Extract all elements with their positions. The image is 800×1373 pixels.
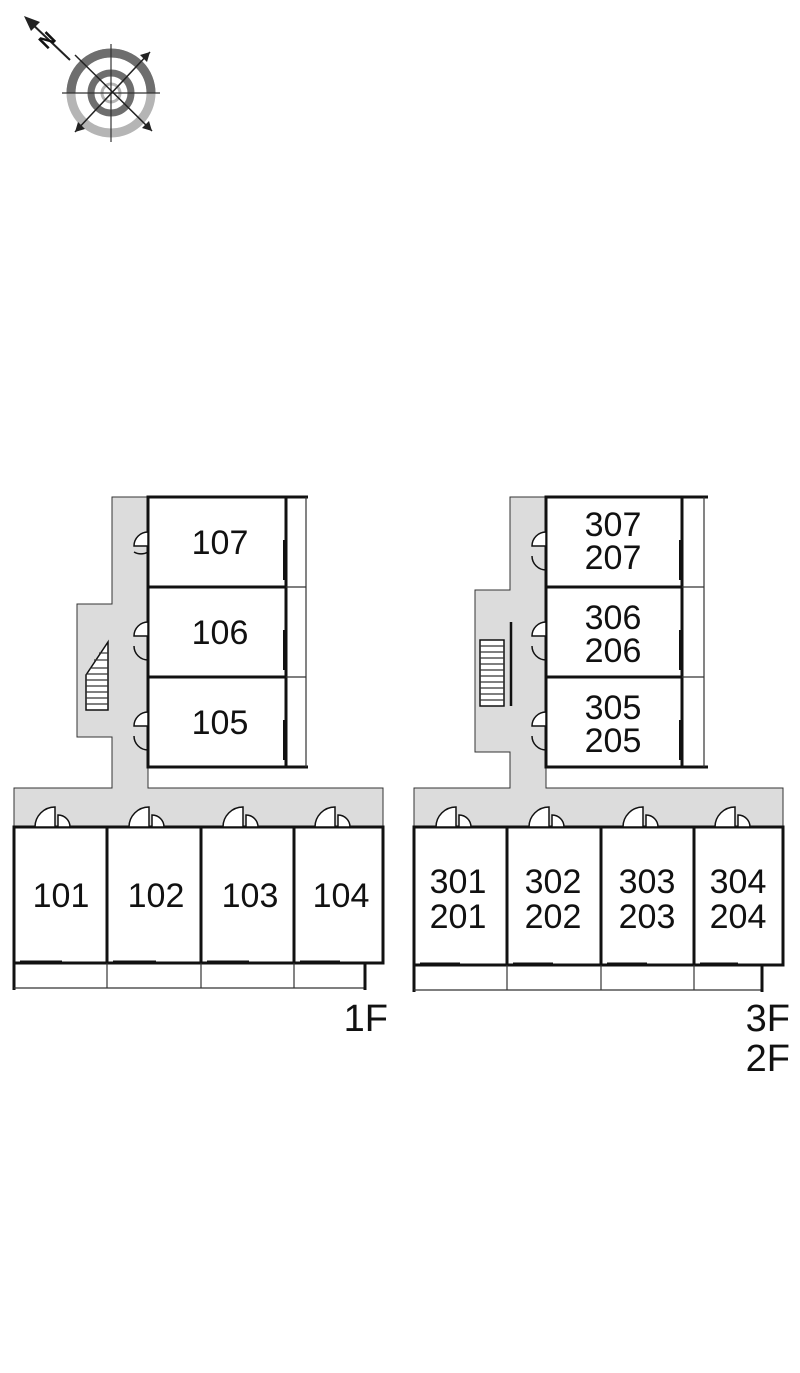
staircase-icon xyxy=(85,639,109,711)
door-icon xyxy=(622,806,659,828)
door-icon xyxy=(128,806,165,828)
room-number: 107 xyxy=(192,524,249,562)
room-number: 202 xyxy=(525,898,582,936)
door-icon xyxy=(222,806,259,828)
door-icon xyxy=(34,806,71,828)
room-105 xyxy=(146,675,288,769)
room-number: 302 xyxy=(525,863,582,901)
room-number: 102 xyxy=(128,877,185,915)
room-number: 205 xyxy=(585,722,642,760)
room-301-201 xyxy=(412,825,509,967)
door-icon xyxy=(435,806,472,828)
room-number: 105 xyxy=(192,704,249,742)
door-icon xyxy=(314,806,351,828)
room-106 xyxy=(146,585,288,679)
north-label: N xyxy=(35,28,61,54)
room-number: 307 xyxy=(585,506,642,544)
room-number: 106 xyxy=(192,614,249,652)
door-icon xyxy=(531,711,547,751)
room-number: 203 xyxy=(619,898,676,936)
room-number: 104 xyxy=(313,877,370,915)
room-306-206 xyxy=(544,585,684,679)
room-number: 305 xyxy=(585,689,642,727)
room-307-207 xyxy=(544,495,684,589)
floor-label-bottom: 2F xyxy=(746,1038,790,1080)
room-number: 301 xyxy=(430,863,487,901)
floor-label: 1F xyxy=(344,998,388,1040)
room-number: 304 xyxy=(710,863,767,901)
room-number: 204 xyxy=(710,898,767,936)
room-number: 207 xyxy=(585,539,642,577)
left-building xyxy=(12,495,385,990)
door-icon xyxy=(133,621,149,661)
compass-rose-icon: N xyxy=(24,16,160,142)
door-icon xyxy=(531,531,547,571)
room-305-205 xyxy=(544,675,684,769)
door-icon xyxy=(714,806,751,828)
room-number: 103 xyxy=(222,877,279,915)
room-number: 101 xyxy=(33,877,90,915)
floor-label-top: 3F xyxy=(746,998,790,1040)
room-number: 201 xyxy=(430,898,487,936)
room-number: 206 xyxy=(585,632,642,670)
door-icon xyxy=(133,711,149,751)
right-building xyxy=(412,495,785,992)
room-number: 303 xyxy=(619,863,676,901)
staircase-icon xyxy=(479,622,513,707)
room-107 xyxy=(146,495,288,589)
room-number: 306 xyxy=(585,599,642,637)
door-icon xyxy=(133,531,149,570)
room-104 xyxy=(292,825,385,965)
room-102 xyxy=(105,825,203,965)
door-icon xyxy=(531,621,547,661)
room-103 xyxy=(199,825,296,965)
room-303-203 xyxy=(599,825,696,967)
door-icon xyxy=(528,806,565,828)
